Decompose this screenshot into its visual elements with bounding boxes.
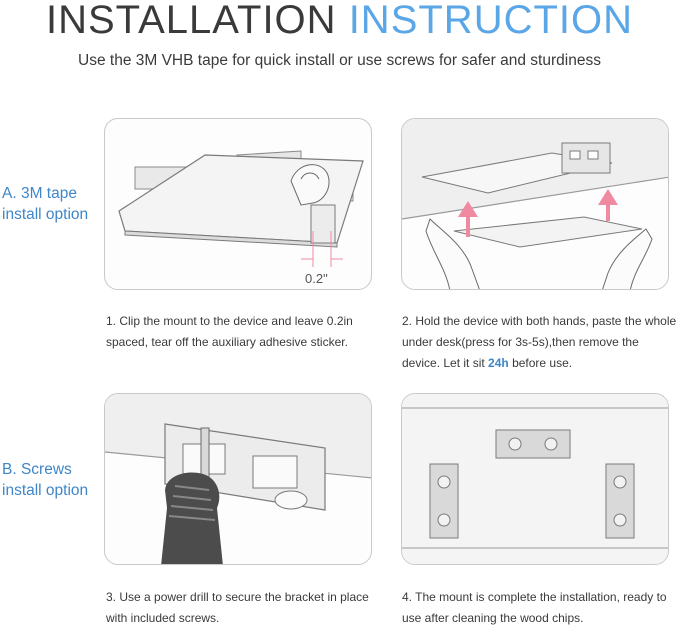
step-1-text: 1. Clip the mount to the device and leav…: [106, 314, 353, 349]
page-title: INSTALLATION INSTRUCTION: [0, 0, 679, 40]
installed-mount-illustration: [402, 394, 668, 564]
gap-label: 0.2": [305, 271, 328, 286]
panel-paste-under-desk: [401, 118, 669, 290]
panel-power-drill: [104, 393, 372, 565]
panel-clip-device: 0.2": [104, 118, 372, 290]
option-a-label: A. 3M tape install option: [2, 183, 88, 225]
paste-under-desk-illustration: [402, 119, 668, 289]
step-3-text: 3. Use a power drill to secure the brack…: [106, 590, 369, 625]
clip-device-illustration: [118, 150, 364, 267]
step-2-highlight: 24h: [488, 356, 509, 370]
option-a-line2: install option: [2, 206, 89, 223]
title-instruction: INSTRUCTION: [348, 0, 634, 42]
option-a-line1: A. 3M tape: [2, 185, 77, 202]
step-2-text: 2. Hold the device with both hands, past…: [402, 311, 677, 374]
title-installation: INSTALLATION: [45, 0, 337, 42]
option-b-label: B. Screws install option: [2, 459, 88, 501]
option-b-line2: install option: [2, 482, 89, 499]
page-subtitle: Use the 3M VHB tape for quick install or…: [78, 52, 601, 69]
power-drill-illustration: [105, 394, 371, 564]
step-2-text-end: before use.: [508, 356, 573, 370]
panel-installed-mount: [401, 393, 669, 565]
step-2-text-main: 2. Hold the device with both hands, past…: [402, 314, 677, 370]
option-b-line1: B. Screws: [2, 461, 72, 478]
step-4-text: 4. The mount is complete the installatio…: [402, 590, 667, 625]
